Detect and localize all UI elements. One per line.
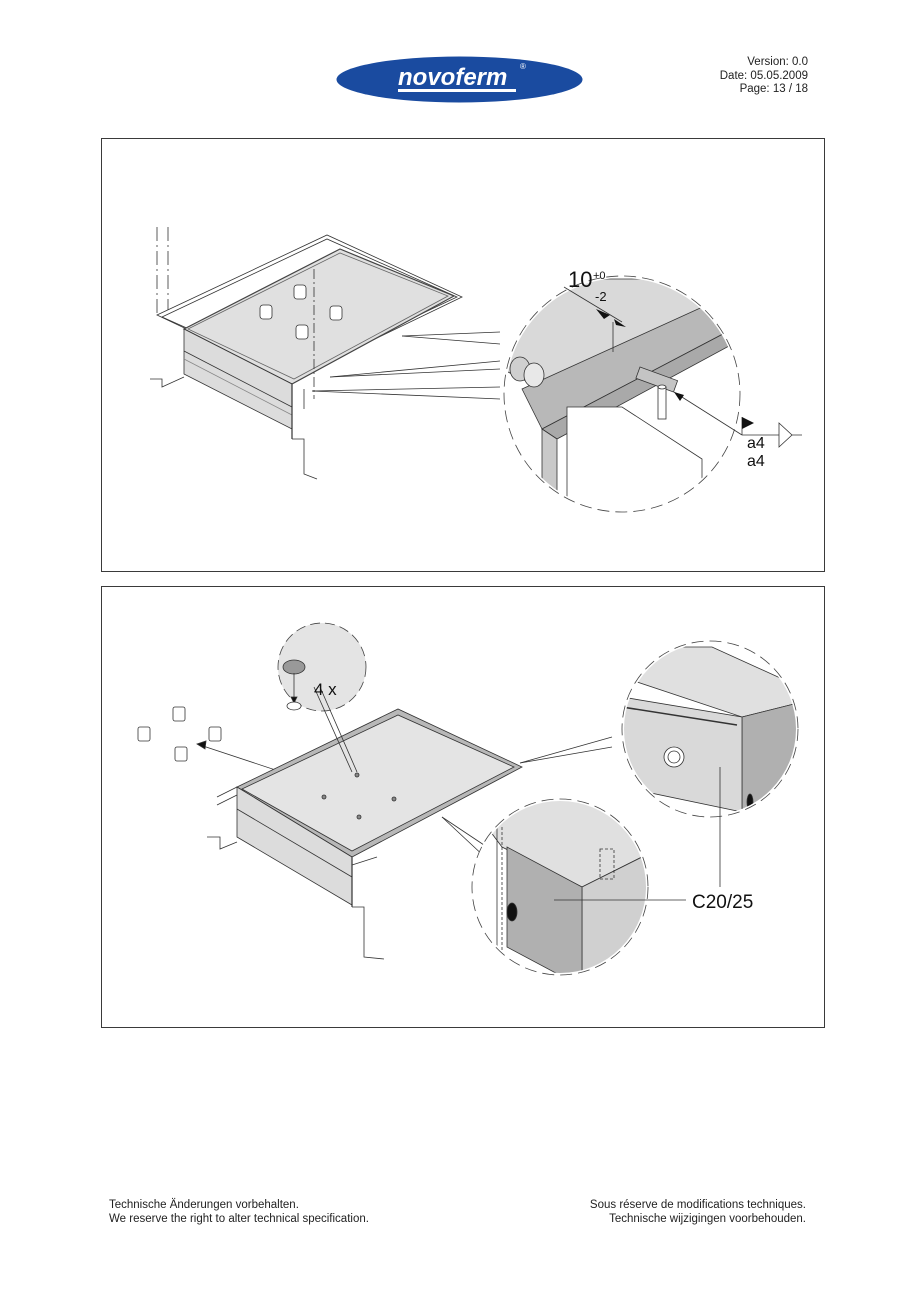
footer-left-line2: We reserve the right to alter technical … bbox=[109, 1213, 369, 1225]
footer-right: Sous réserve de modifications techniques… bbox=[590, 1198, 806, 1226]
footer-right-line2: Technische wijzigingen voorbehouden. bbox=[609, 1213, 806, 1225]
date-label: Date: 05.05.2009 bbox=[719, 69, 808, 82]
dimension-value: 10 bbox=[568, 267, 592, 292]
tolerance-minus: -2 bbox=[595, 289, 607, 304]
document-meta: Version: 0.0 Date: 05.05.2009 Page: 13 /… bbox=[640, 56, 808, 97]
concrete-grade-label: C20/25 bbox=[692, 892, 753, 913]
version-label: Version: 0.0 bbox=[747, 56, 808, 68]
figure-1-frame: 10 +0 -2 a4 a4 bbox=[101, 138, 825, 572]
tolerance-plus: +0 bbox=[593, 270, 606, 282]
logo-text: novoferm bbox=[398, 64, 507, 91]
weld-size-bottom: a4 bbox=[747, 453, 765, 470]
registered-mark: ® bbox=[520, 62, 526, 71]
figure-2-drawing: C20/25 4 x bbox=[137, 622, 799, 976]
quantity-label: 4 x bbox=[314, 680, 337, 699]
footer-right-line1: Sous réserve de modifications techniques… bbox=[589, 1199, 806, 1211]
weld-size-top: a4 bbox=[747, 435, 765, 452]
page-label: Page: 13 / 18 bbox=[739, 83, 808, 95]
figure-1-drawing: 10 +0 -2 a4 a4 bbox=[150, 227, 802, 513]
footer-left-line1: Technische Änderungen vorbehalten. bbox=[109, 1199, 299, 1211]
novoferm-logo: novoferm ® bbox=[336, 56, 583, 103]
figure-2-frame: C20/25 4 x bbox=[101, 586, 825, 1028]
footer-left: Technische Änderungen vorbehalten. We re… bbox=[109, 1198, 369, 1226]
